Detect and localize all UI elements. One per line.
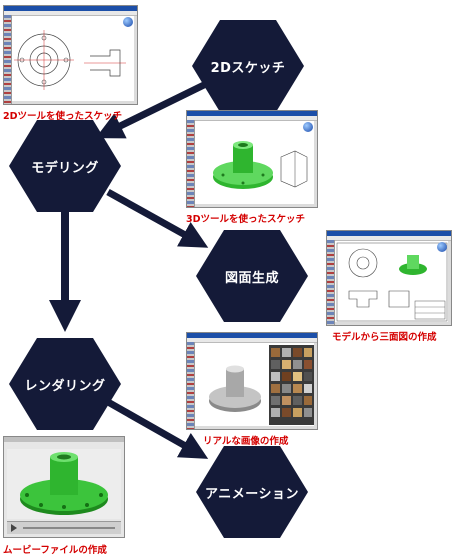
- node-rendering: レンダリング: [9, 338, 121, 430]
- node-rendering-label: レンダリング: [24, 378, 106, 394]
- flange-2d-drawing: [14, 30, 126, 90]
- caption-3d-sketch: 3Dツールを使ったスケッチ: [186, 214, 305, 225]
- node-2d-sketch-label: 2Dスケッチ: [210, 60, 286, 76]
- caption-rendering: リアルな画像の作成: [203, 436, 289, 447]
- screenshot-movie: [3, 436, 125, 538]
- player-controls: [7, 521, 121, 534]
- seek-bar[interactable]: [23, 527, 115, 529]
- screenshot-3d-sketch: [186, 110, 318, 208]
- screenshot-drawing: [326, 230, 452, 326]
- arrow-sketch-to-modeling: [95, 78, 212, 139]
- three-view-drawing: [336, 242, 448, 322]
- arrow-modeling-to-drawing: [106, 188, 209, 248]
- node-drawing-generation-label: 図面生成: [224, 270, 279, 286]
- play-icon[interactable]: [11, 524, 17, 532]
- screenshot-rendering: [186, 332, 318, 430]
- node-modeling-label: モデリング: [31, 160, 99, 176]
- caption-2d-sketch: 2Dツールを使ったスケッチ: [3, 111, 122, 122]
- caption-drawing: モデルから三面図の作成: [332, 332, 437, 343]
- arrow-rendering-to-animation: [106, 398, 209, 459]
- flange-3d-sketch: [213, 141, 308, 189]
- screenshot-2d-sketch: [3, 5, 138, 105]
- animated-flange: [20, 452, 108, 515]
- rendered-flange: [209, 345, 314, 425]
- node-animation-label: アニメーション: [205, 486, 299, 502]
- caption-movie: ムービーファイルの作成: [3, 545, 107, 556]
